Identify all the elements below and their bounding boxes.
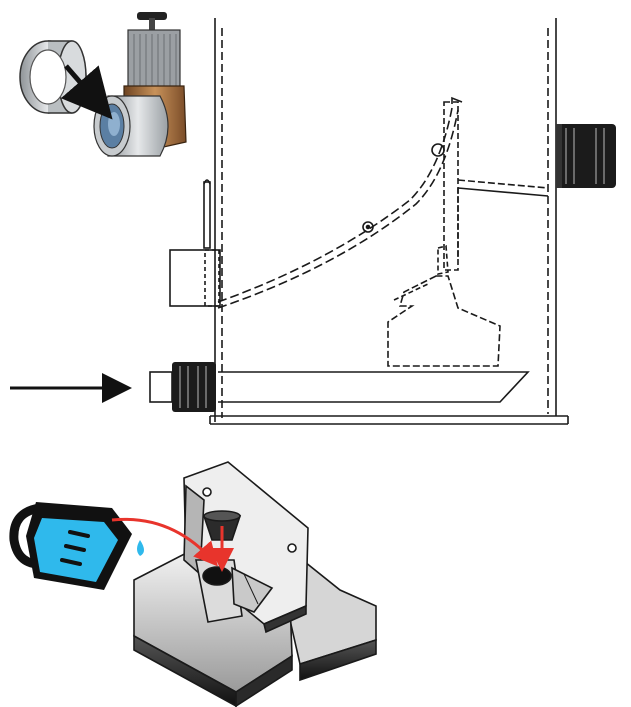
outlet-coupling-icon [556,124,616,188]
water-drop-icon [137,540,144,556]
trap-box-illustration [133,461,377,707]
insert-arrow [60,64,113,120]
gate-valve-icon [93,12,187,157]
inlet-coupling-icon [149,362,216,412]
pour-arrow [111,517,218,567]
gate-valve-illustration [19,12,187,157]
trap-cross-section-drawing [169,18,569,425]
water-pitcher-icon [9,502,144,590]
vent-pipe [169,179,221,307]
